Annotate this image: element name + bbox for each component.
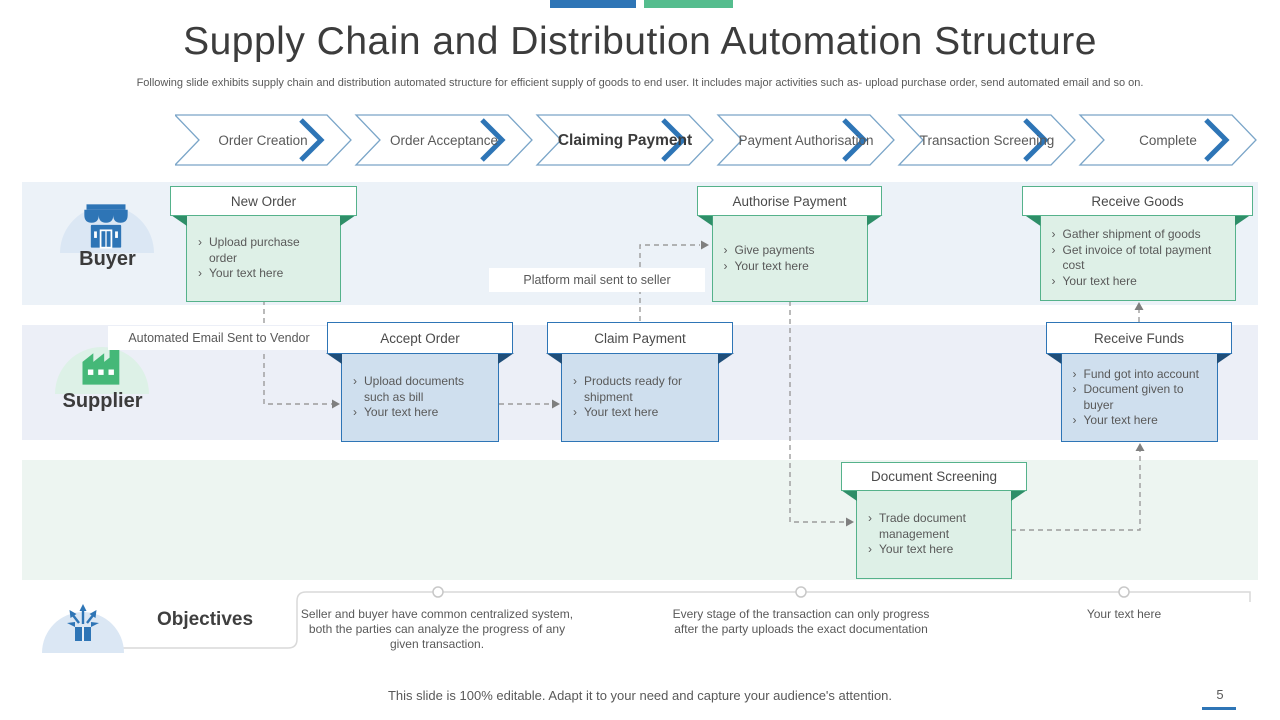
label-platform-mail[interactable]: Platform mail sent to seller — [489, 268, 705, 292]
storefront-icon — [84, 204, 128, 249]
page-number-underline — [1202, 707, 1236, 710]
flow-box-title: Authorise Payment — [697, 186, 882, 216]
buyer-label: Buyer — [79, 248, 136, 270]
footer-note: This slide is 100% editable. Adapt it to… — [387, 688, 893, 703]
fold-decoration — [696, 215, 713, 226]
flow-box-new-order[interactable]: New Order Upload purchase order Your tex… — [170, 186, 357, 302]
accent-bar-blue — [550, 0, 636, 8]
flow-box-authorise-payment[interactable]: Authorise Payment Give payments Your tex… — [696, 186, 883, 302]
bullet-item: Get invoice of total payment cost — [1050, 243, 1226, 274]
objectives-label: Objectives — [156, 609, 254, 630]
chevron-stage-complete[interactable]: Complete — [1139, 132, 1197, 148]
flow-box-title: Receive Funds — [1046, 322, 1232, 354]
fold-decoration — [1216, 353, 1233, 364]
factory-icon — [82, 345, 120, 385]
page-number: 5 — [1216, 687, 1224, 702]
chevron-accent — [842, 118, 868, 162]
fold-decoration — [718, 353, 734, 364]
bullet-item: Your text here — [351, 405, 489, 421]
objective-item-3[interactable]: Your text here — [1086, 607, 1162, 621]
bullet-item: Give payments — [722, 243, 858, 259]
bullet-item: Your text here — [1071, 413, 1208, 429]
fold-decoration — [171, 215, 187, 226]
chevron-stage-order-acceptance[interactable]: Order Acceptance — [389, 132, 499, 148]
fold-decoration — [866, 215, 883, 226]
chevron-stage-transaction-screening[interactable]: Transaction Screening — [919, 132, 1055, 148]
chevron-stage-claiming-payment[interactable]: Claiming Payment — [557, 132, 693, 149]
bullet-item: Gather shipment of goods — [1050, 227, 1226, 243]
fold-decoration — [1024, 215, 1041, 226]
bullet-item: Your text here — [866, 542, 1002, 558]
bullet-item: Your text here — [1050, 274, 1226, 290]
gift-box-icon — [67, 604, 99, 641]
timeline-node — [432, 586, 444, 598]
fold-decoration — [498, 353, 514, 364]
label-automated-email[interactable]: Automated Email Sent to Vendor — [108, 326, 330, 350]
accent-bar-green — [644, 0, 733, 8]
fold-decoration — [326, 353, 342, 364]
flow-box-title: Receive Goods — [1022, 186, 1253, 216]
supplier-label: Supplier — [62, 390, 143, 412]
bullet-item: Your text here — [722, 259, 858, 275]
flow-box-title: New Order — [170, 186, 357, 216]
fold-decoration — [1045, 353, 1062, 364]
flow-box-receive-funds[interactable]: Receive Funds Fund got into account Docu… — [1045, 322, 1233, 442]
timeline-node — [1118, 586, 1130, 598]
chevron-accent — [661, 118, 687, 162]
bullet-item: Products ready for shipment — [571, 374, 709, 405]
chevron-accent — [480, 118, 506, 162]
bullet-item: Upload documents such as bill — [351, 374, 489, 405]
flow-box-claim-payment[interactable]: Claim Payment Products ready for shipmen… — [546, 322, 734, 442]
bullet-item: Your text here — [196, 266, 331, 282]
fold-decoration — [340, 215, 356, 226]
page-title: Supply Chain and Distribution Automation… — [183, 20, 1097, 63]
fold-decoration — [546, 353, 562, 364]
objective-item-1[interactable]: Seller and buyer have common centralized… — [300, 607, 574, 651]
bullet-item: Your text here — [571, 405, 709, 421]
page-subtitle: Following slide exhibits supply chain an… — [136, 77, 1144, 89]
fold-decoration — [1234, 215, 1251, 226]
objective-item-2[interactable]: Every stage of the transaction can only … — [672, 607, 930, 636]
bullet-item: Fund got into account — [1071, 367, 1208, 383]
flow-box-title: Accept Order — [327, 322, 513, 354]
fold-decoration — [1011, 490, 1027, 501]
timeline-node — [795, 586, 807, 598]
chevron-stage-payment-authorisation[interactable]: Payment Authorisation — [738, 132, 874, 148]
chevron-accent — [1204, 118, 1230, 162]
process-chevron-row — [175, 114, 1257, 166]
bullet-item: Upload purchase order — [196, 235, 331, 266]
flow-box-title: Claim Payment — [547, 322, 733, 354]
lane-screening — [22, 460, 1258, 580]
chevron-accent — [1023, 118, 1049, 162]
bullet-item: Trade document management — [866, 511, 1002, 542]
fold-decoration — [841, 490, 857, 501]
flow-box-receive-goods[interactable]: Receive Goods Gather shipment of goods G… — [1022, 186, 1253, 301]
flow-box-accept-order[interactable]: Accept Order Upload documents such as bi… — [326, 322, 514, 442]
chevron-stage-order-creation[interactable]: Order Creation — [218, 132, 308, 148]
flow-box-document-screening[interactable]: Document Screening Trade document manage… — [841, 462, 1027, 579]
arrowhead — [1135, 443, 1145, 451]
flow-box-title: Document Screening — [841, 462, 1027, 491]
bullet-item: Document given to buyer — [1071, 382, 1208, 413]
chevron-accent — [299, 118, 325, 162]
